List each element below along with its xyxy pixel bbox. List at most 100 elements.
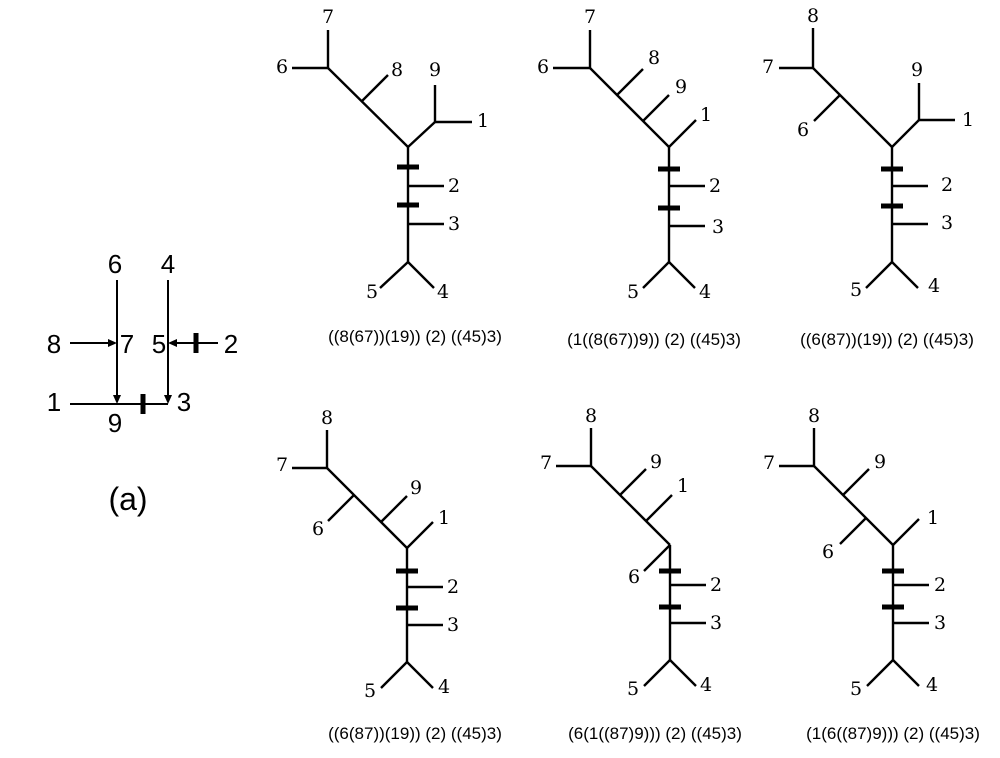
graph-node-label: 6 [108, 249, 122, 279]
tree-edge [812, 67, 893, 148]
tree-edge [616, 68, 644, 96]
leaf-label: 6 [628, 566, 640, 588]
leaf-label: 9 [429, 59, 441, 81]
leaf-label: 5 [364, 680, 376, 702]
leaf-label: 1 [962, 109, 974, 131]
leaf-label: 6 [312, 518, 324, 540]
tree-edge [380, 661, 408, 689]
tree-edge [839, 517, 867, 545]
leaf-label: 8 [321, 407, 333, 429]
tree-caption: ((8(67))(19)) (2) ((45)3) [328, 327, 502, 346]
leaf-label: 7 [763, 452, 775, 474]
tree-edge [590, 465, 671, 546]
tree-edge [891, 119, 920, 148]
leaf-label: 7 [762, 56, 774, 78]
leaf-label: 9 [911, 59, 923, 81]
tree-edge [327, 494, 355, 522]
leaf-label: 1 [677, 475, 689, 497]
tree-edge [361, 74, 389, 102]
graph-node-label: 5 [152, 329, 166, 359]
tree-edges [556, 428, 706, 687]
leaf-label: 1 [477, 110, 489, 132]
graph-node-label: 3 [177, 387, 191, 417]
tree-3: 8 7 6 9 1 2 3 5 4 ((6(87))(19)) (2) ((45… [762, 5, 974, 349]
tree-edge [892, 518, 920, 546]
tree-edge [407, 261, 435, 289]
tree-caption: ((6(87))(19)) (2) ((45)3) [328, 724, 502, 743]
tree-edge [379, 261, 409, 289]
graph-node-label: 8 [47, 329, 61, 359]
tree-edge [642, 261, 670, 289]
tree-edge [813, 94, 841, 122]
leaf-label: 3 [710, 612, 722, 634]
leaf-label: 1 [700, 104, 712, 126]
tree-edges [779, 428, 929, 687]
arrowhead-icon [113, 395, 121, 404]
graph-node-label: 9 [108, 408, 122, 438]
leaf-label: 2 [934, 574, 946, 596]
tree-edge [406, 661, 434, 689]
leaf-label: 5 [627, 678, 639, 700]
leaf-label: 7 [276, 454, 288, 476]
tree-caption: (6(1((87)9))) (2) ((45)3) [568, 724, 742, 743]
leaf-label: 2 [447, 576, 459, 598]
tree-5: 8 7 9 1 6 2 3 5 4 (6(1((87)9))) (2) ((45… [540, 405, 742, 743]
tree-edge [407, 121, 436, 148]
tree-edge [589, 67, 670, 148]
leaf-label: 3 [712, 216, 724, 238]
leaf-label: 9 [650, 451, 662, 473]
leaf-label: 8 [808, 405, 820, 427]
arrowhead-icon [168, 339, 177, 347]
leaf-label: 9 [675, 76, 687, 98]
leaf-label: 3 [448, 213, 460, 235]
leaf-label: 7 [322, 6, 334, 28]
leaf-label: 8 [648, 47, 660, 69]
leaf-label: 5 [850, 279, 862, 301]
panel-a-graph: 6 4 8 7 5 2 1 9 3 (a) [47, 249, 238, 517]
tree-edge [643, 544, 671, 572]
leaf-label: 6 [276, 56, 288, 78]
graph-node-label: 2 [224, 329, 238, 359]
tree-edges [292, 430, 443, 689]
tree-edge [327, 67, 409, 148]
leaf-label: 4 [699, 281, 711, 303]
leaf-label: 2 [448, 175, 460, 197]
tree-caption: ((6(87))(19)) (2) ((45)3) [800, 330, 974, 349]
leaf-label: 9 [874, 451, 886, 473]
tree-4: 8 7 6 9 1 2 3 5 4 ((6(87))(19)) (2) ((45… [276, 407, 502, 743]
leaf-label: 2 [709, 175, 721, 197]
leaf-label: 3 [447, 614, 459, 636]
tree-edge [842, 468, 870, 496]
leaf-label: 1 [927, 507, 939, 529]
leaf-label: 5 [366, 281, 378, 303]
leaf-label: 2 [710, 574, 722, 596]
leaf-label: 8 [585, 405, 597, 427]
leaf-label: 3 [941, 212, 953, 234]
leaf-label: 6 [822, 541, 834, 563]
leaf-label: 8 [807, 5, 819, 27]
tree-edge [668, 261, 696, 289]
leaf-label: 6 [797, 119, 809, 141]
tree-edge [619, 468, 647, 496]
panel-label: (a) [108, 481, 147, 517]
arrowhead-icon [108, 339, 117, 347]
graph-node-label: 7 [120, 329, 134, 359]
graph-node-label: 4 [161, 249, 175, 279]
tree-6: 8 7 9 6 1 2 3 5 4 (1(6((87)9))) (2) ((45… [763, 405, 980, 743]
tree-edge [406, 521, 434, 549]
tree-edge [892, 659, 920, 687]
leaf-label: 4 [926, 674, 938, 696]
tree-edge [813, 465, 894, 546]
leaf-label: 4 [438, 676, 450, 698]
tree-caption: (1((8(67))9)) (2) ((45)3) [567, 330, 741, 349]
graph-node-label: 1 [47, 387, 61, 417]
leaf-label: 7 [584, 6, 596, 28]
tree-edge [668, 119, 697, 148]
tree-edge [326, 467, 408, 549]
tree-edge [865, 261, 893, 289]
tree-1: 7 6 8 9 1 2 3 5 4 ((8(67))(19)) (2) ((45… [276, 6, 502, 346]
tree-edge [643, 659, 671, 687]
leaf-label: 4 [700, 674, 712, 696]
leaf-label: 8 [391, 59, 403, 81]
